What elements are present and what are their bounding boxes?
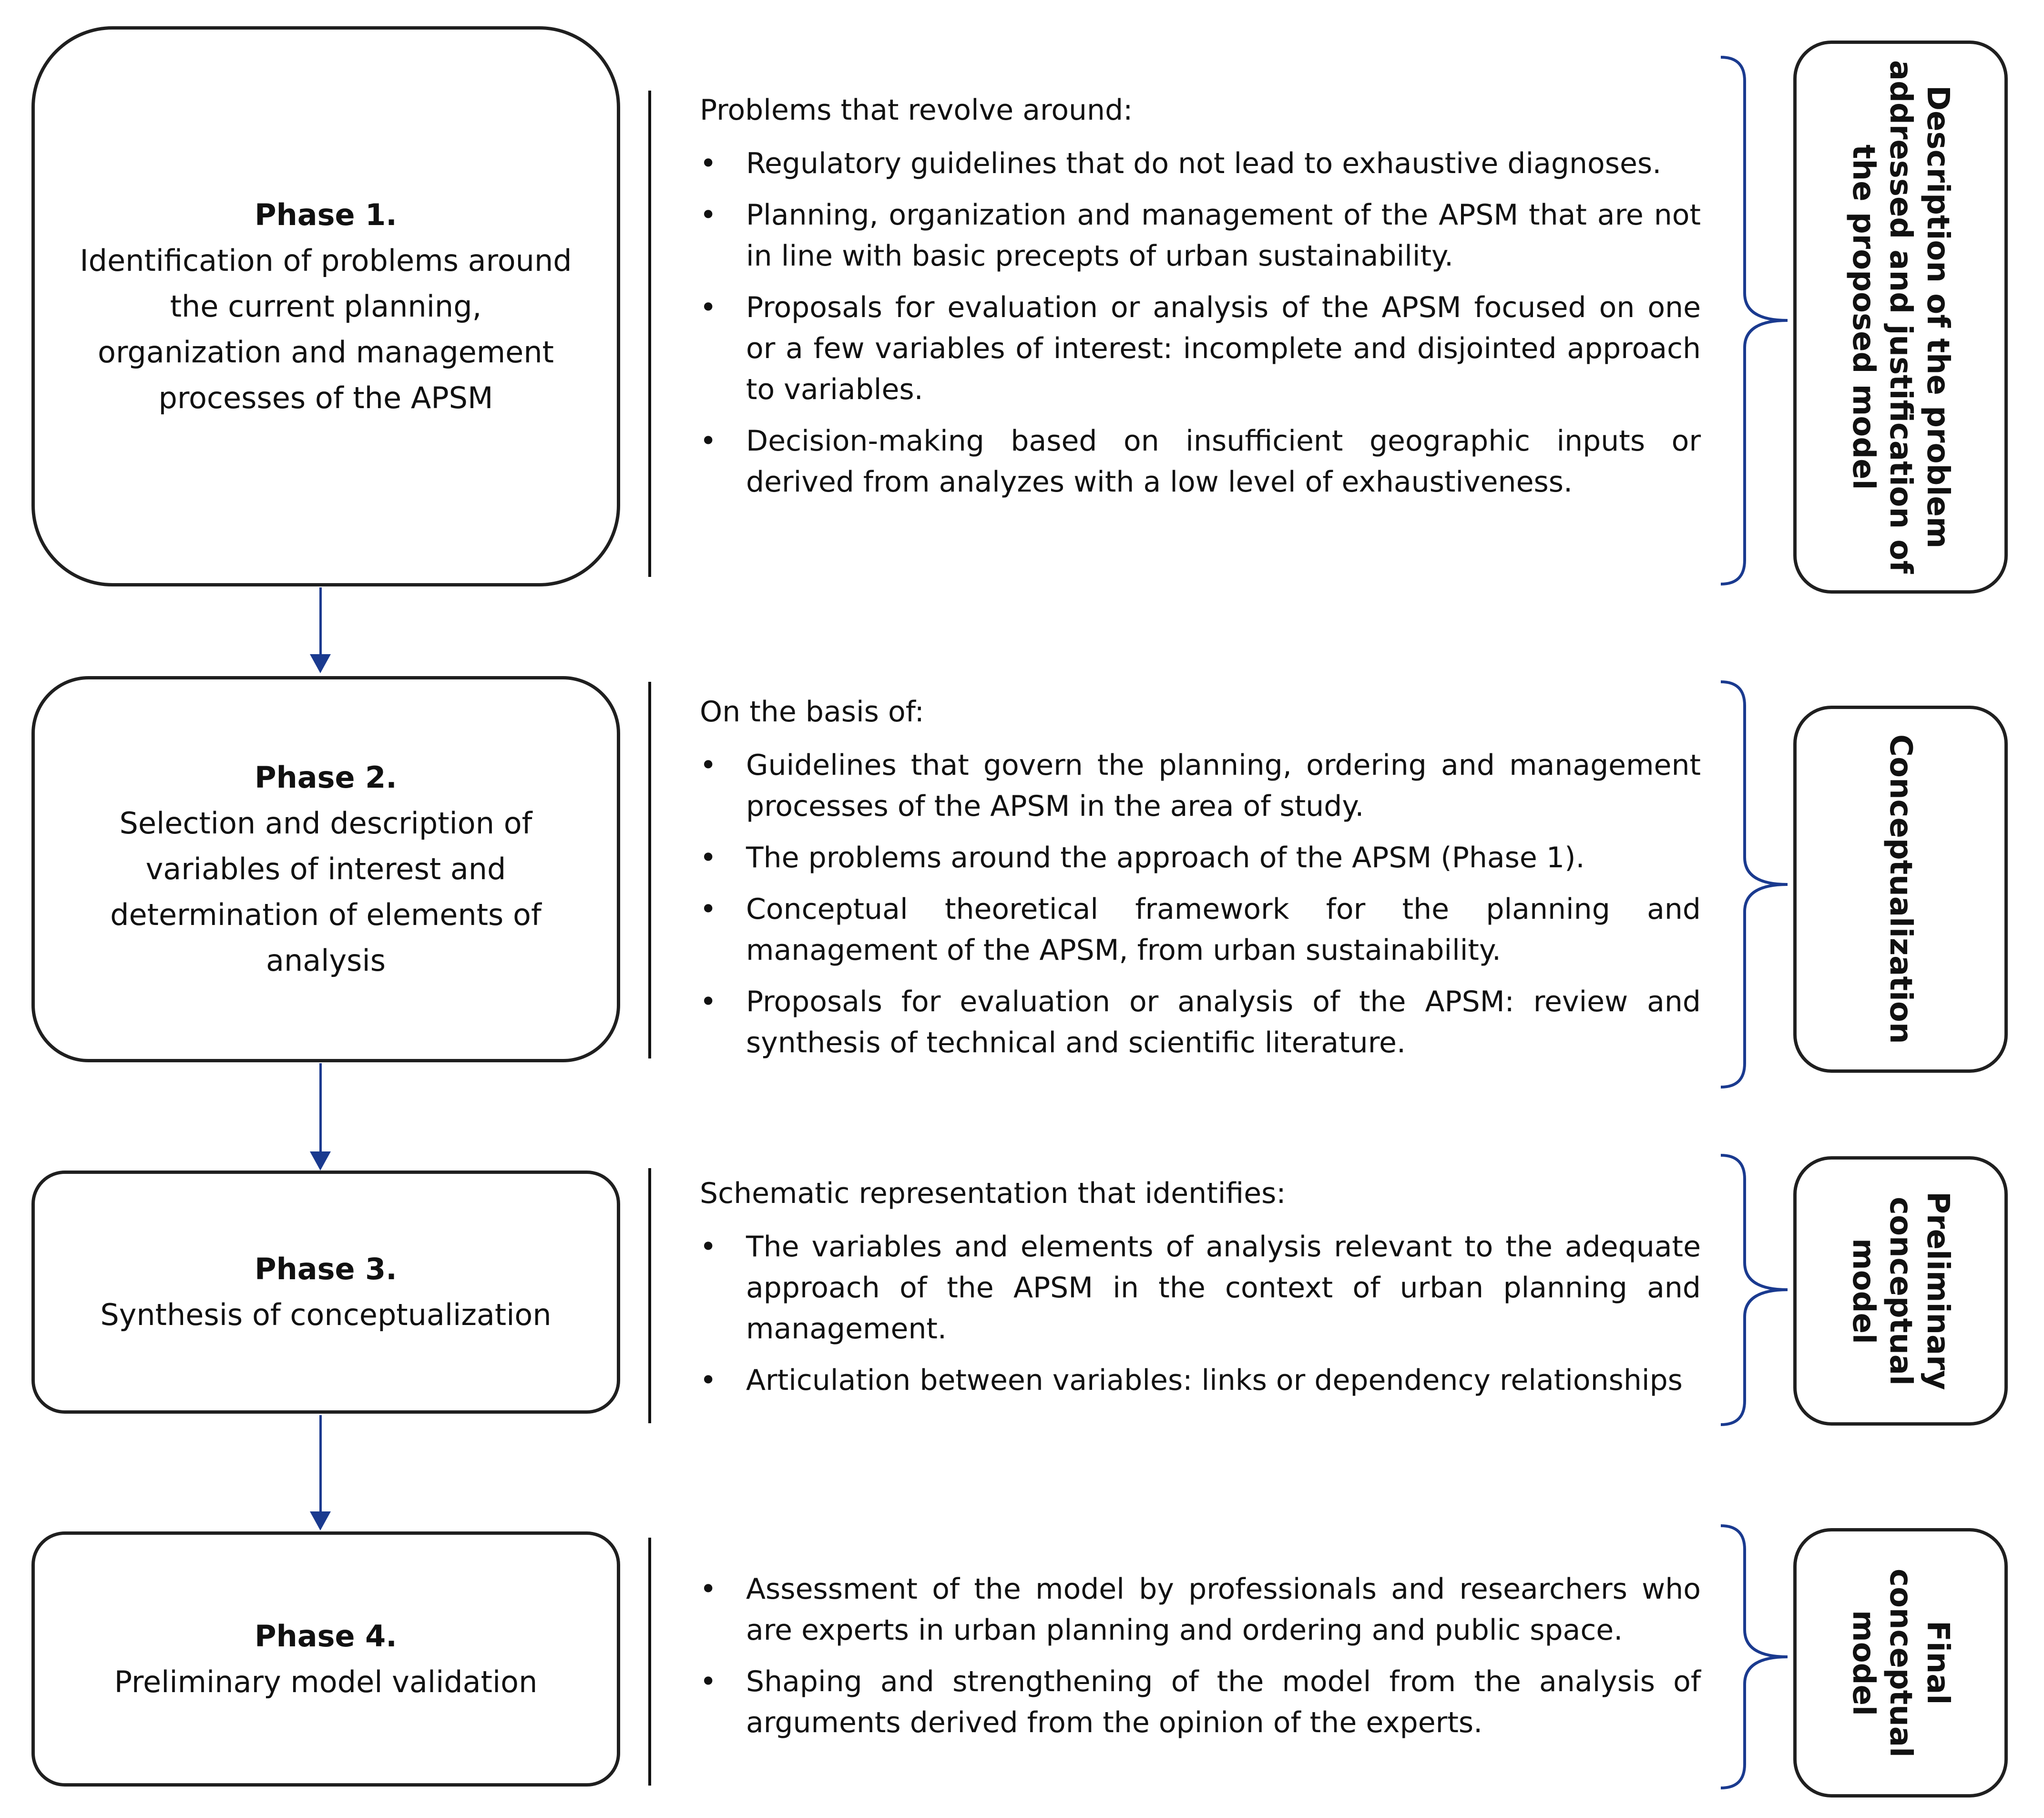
phase-3-box: Phase 3. Synthesis of conceptualization xyxy=(31,1171,620,1414)
phase-4-bullet-list: • Assessment of the model by professional… xyxy=(700,1569,1701,1743)
bullet-icon: • xyxy=(700,749,717,782)
side-box-phase-4: Final conceptual model xyxy=(1793,1528,2008,1797)
bullet-text: Assessment of the model by professionals… xyxy=(746,1572,1701,1647)
side-box-phase-3: Preliminary conceptual model xyxy=(1793,1156,2008,1426)
bullet-icon: • xyxy=(700,291,717,324)
phase-4-title: Phase 4. xyxy=(255,1618,397,1654)
phase-2-intro: On the basis of: xyxy=(700,695,924,729)
phase-2-content: On the basis of: • Guidelines that govern… xyxy=(700,691,1701,1074)
arrow-shaft xyxy=(319,1063,322,1151)
side-label-problem-justification: Description of the problem addressed and… xyxy=(1846,60,1955,574)
bullet-icon: • xyxy=(700,841,717,874)
bullet-text: Articulation between variables: links or… xyxy=(746,1364,1683,1397)
bullet-text: Guidelines that govern the planning, ord… xyxy=(746,749,1701,823)
bullet-icon: • xyxy=(700,424,717,458)
bullet-icon: • xyxy=(700,147,717,180)
bullet-icon: • xyxy=(700,893,717,926)
bullet-icon: • xyxy=(700,1364,717,1397)
bullet-text: Conceptual theoretical framework for the… xyxy=(746,893,1701,967)
phase-2-description: Selection and description of variables o… xyxy=(110,806,542,978)
phase-3-content: Schematic representation that identifies… xyxy=(700,1173,1701,1411)
list-item: • The variables and elements of analysis … xyxy=(700,1226,1701,1349)
phase-4-box: Phase 4. Preliminary model validation xyxy=(31,1531,620,1787)
bullet-icon: • xyxy=(700,198,717,232)
bullet-text: Proposals for evaluation or analysis of … xyxy=(746,291,1701,406)
bullet-text: Proposals for evaluation or analysis of … xyxy=(746,985,1701,1059)
phase-1-box: Phase 1. Identification of problems arou… xyxy=(31,26,620,586)
brace-phase-2 xyxy=(1721,680,1788,1089)
arrow-shaft xyxy=(319,587,322,654)
list-item: • Proposals for evaluation or analysis of… xyxy=(700,981,1701,1063)
bullet-text: Regulatory guidelines that do not lead t… xyxy=(746,147,1662,180)
list-item: • Guidelines that govern the planning, or… xyxy=(700,745,1701,827)
phase-2-box: Phase 2. Selection and description of va… xyxy=(31,676,620,1062)
bullet-text: Planning, organization and management of… xyxy=(746,198,1701,273)
list-item: • Articulation between variables: links o… xyxy=(700,1360,1701,1401)
phase-3-description: Synthesis of conceptualization xyxy=(100,1297,552,1332)
list-item: • Conceptual theoretical framework for th… xyxy=(700,889,1701,971)
brace-phase-3 xyxy=(1721,1154,1788,1426)
phase-2-title: Phase 2. xyxy=(255,760,397,795)
divider-phase-3 xyxy=(648,1168,651,1423)
brace-phase-4 xyxy=(1721,1524,1788,1789)
list-item: • Decision-making based on insufficient g… xyxy=(700,421,1701,503)
side-label-preliminary-model: Preliminary conceptual model xyxy=(1846,1191,1955,1390)
phase-3-intro: Schematic representation that identifies… xyxy=(700,1177,1286,1210)
side-label-final-model: Final conceptual model xyxy=(1846,1568,1955,1757)
phase-1-title: Phase 1. xyxy=(255,197,397,232)
side-box-phase-2: Conceptualization xyxy=(1793,706,2008,1073)
bullet-text: The variables and elements of analysis r… xyxy=(746,1230,1701,1346)
divider-phase-4 xyxy=(648,1538,651,1786)
bullet-icon: • xyxy=(700,1665,717,1698)
list-item: • Assessment of the model by professional… xyxy=(700,1569,1701,1651)
side-box-phase-1: Description of the problem addressed and… xyxy=(1793,41,2008,594)
list-item: • Planning, organization and management o… xyxy=(700,195,1701,277)
side-label-conceptualization: Conceptualization xyxy=(1883,734,1918,1044)
arrow-head xyxy=(310,1511,331,1530)
phase-1-description: Identification of problems around the cu… xyxy=(80,243,572,415)
phase-3-title: Phase 3. xyxy=(255,1252,397,1286)
bullet-icon: • xyxy=(700,985,717,1018)
arrow-head xyxy=(310,1151,331,1171)
list-item: • Regulatory guidelines that do not lead … xyxy=(700,143,1701,184)
bullet-icon: • xyxy=(700,1572,717,1606)
phase-1-intro: Problems that revolve around: xyxy=(700,93,1133,127)
list-item: • Proposals for evaluation or analysis of… xyxy=(700,287,1701,410)
list-item: • The problems around the approach of the… xyxy=(700,837,1701,878)
brace-phase-1 xyxy=(1721,56,1788,585)
arrow-head xyxy=(310,654,331,673)
phase-4-description: Preliminary model validation xyxy=(114,1664,538,1699)
phase-1-bullet-list: • Regulatory guidelines that do not lead … xyxy=(700,143,1701,503)
arrow-shaft xyxy=(319,1415,322,1511)
bullet-icon: • xyxy=(700,1230,717,1263)
phase-4-content: • Assessment of the model by professional… xyxy=(700,1569,1701,1754)
phase-3-bullet-list: • The variables and elements of analysis … xyxy=(700,1226,1701,1401)
phase-1-content: Problems that revolve around: • Regulator… xyxy=(700,90,1701,513)
bullet-text: Shaping and strengthening of the model f… xyxy=(746,1665,1701,1739)
phase-2-bullet-list: • Guidelines that govern the planning, or… xyxy=(700,745,1701,1063)
bullet-text: Decision-making based on insufficient ge… xyxy=(746,424,1701,499)
divider-phase-1 xyxy=(648,91,651,577)
divider-phase-2 xyxy=(648,682,651,1058)
bullet-text: The problems around the approach of the … xyxy=(746,841,1585,874)
list-item: • Shaping and strengthening of the model … xyxy=(700,1661,1701,1743)
